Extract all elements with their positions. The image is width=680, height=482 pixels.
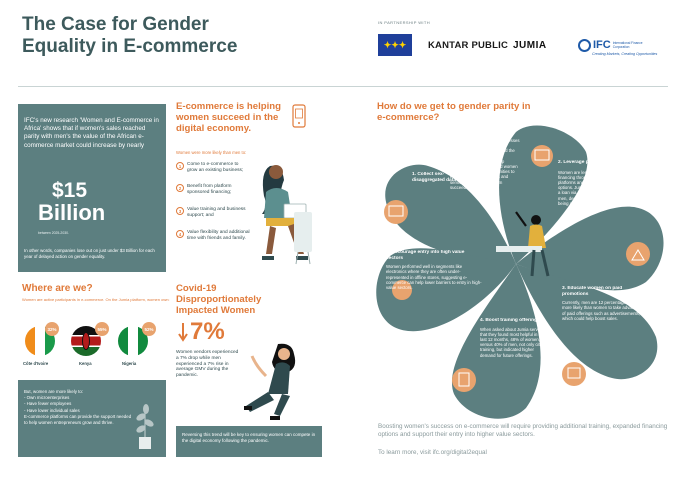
where-heading: Where are we?	[22, 283, 93, 294]
covid-heading: Covid-19 Disproportionately Impacted Wom…	[176, 283, 262, 316]
market-value-unit: Billion	[38, 200, 106, 225]
step-5: 5. Encourage entry into high value secto…	[386, 250, 482, 290]
phone-icon	[292, 104, 306, 128]
ifc-logo: IFC International Finance Corporation	[578, 34, 670, 56]
market-value: $15 Billion	[24, 180, 160, 224]
covid-box-text: Reversing this trend will be key to ensu…	[182, 432, 316, 443]
reason-text: Benefit from platform sponsored financin…	[187, 184, 232, 195]
women-likely-text: But, women are more likely to: - Own mic…	[24, 389, 132, 426]
reason-number: 2	[176, 184, 184, 192]
step-4-text: When asked about Jumia services that the…	[480, 326, 546, 358]
step-4-title: 4. Boost training offerings	[480, 318, 540, 323]
step-2-title: 2. Leverage platform financing	[558, 160, 628, 165]
intro-footnote: In other words, companies lose out on ju…	[24, 248, 155, 259]
kenya-shield-icon	[82, 332, 90, 350]
ecommerce-heading: E-commerce is helping women succeed in t…	[176, 101, 282, 134]
reason-item: 1 Come to e-commerce to grow an existing…	[176, 162, 250, 173]
reason-text: Value flexibility and additional time wi…	[187, 230, 250, 241]
page-title: The Case for Gender Equality in E-commer…	[22, 14, 322, 58]
ifc-globe-icon	[578, 38, 591, 52]
petal-shapes	[376, 125, 664, 419]
page-title-line-2: Equality in E-commerce	[22, 36, 238, 57]
step-5-title: 5. Encourage entry into high value secto…	[386, 250, 465, 261]
kenya-name: Kenya	[79, 361, 92, 366]
cote-divoire-pct: 32%	[45, 322, 59, 336]
arrow-down-icon	[178, 323, 188, 342]
covid-box	[176, 426, 322, 457]
step-1-text: Targeting women-owned businesses require…	[450, 138, 520, 190]
step-2: 2. Leverage platform financing Women are…	[558, 160, 630, 206]
list-item: - Have lower individual sales	[24, 407, 80, 413]
reason-number: 1	[176, 162, 184, 170]
learn-more-link[interactable]: To learn more, visit ifc.org/digital2equ…	[378, 449, 487, 456]
reason-item: 2 Benefit from platform sponsored financ…	[176, 184, 250, 195]
list-item: - Have fewer employees	[24, 401, 72, 407]
header-divider	[18, 86, 668, 87]
jumia-logo: JUMIA	[513, 39, 547, 51]
parity-steps-diagram: 1. Collect sex-disaggregated data Target…	[376, 125, 664, 419]
cote-divoire-flag-icon	[25, 326, 55, 356]
reason-text: Value training and business support; and	[187, 207, 246, 218]
market-value-period: between 2025-2030.	[38, 231, 69, 235]
reason-text: Come to e-commerce to grow an existing b…	[187, 162, 244, 173]
reason-number: 4	[176, 230, 184, 238]
step-4: 4. Boost training offerings When asked a…	[480, 318, 548, 358]
woman-at-laptop-center-illustration	[496, 211, 550, 277]
nigeria-flag-icon	[118, 326, 148, 356]
nigeria-pct: 52%	[142, 322, 156, 336]
women-likely-outro: E-commerce platforms can provide the sup…	[24, 413, 132, 426]
reason-number: 3	[176, 207, 184, 215]
ifc-full-name: International Finance Corporation	[612, 41, 643, 49]
ifc-wordmark: IFC	[593, 39, 611, 51]
nigeria-name: Nigeria	[122, 361, 137, 366]
eu-stars-icon: ✦✦✦	[383, 39, 407, 50]
step-3: 3. Educate women on paid promotions Curr…	[562, 286, 646, 321]
ifc-tagline: Creating Markets, Creating Opportunities	[592, 52, 658, 56]
step-3-title: 3. Educate women on paid promotions	[562, 286, 623, 297]
page-title-line-1: The Case for Gender	[22, 14, 209, 35]
plant-icon	[136, 404, 154, 449]
intro-box	[18, 104, 166, 272]
reason-item: 3 Value training and business support; a…	[176, 207, 250, 218]
intro-text: IFC's new research 'Women and E-commerce…	[24, 117, 159, 149]
covid-drop-pct: 7%	[190, 318, 225, 345]
step-icons	[384, 145, 650, 392]
cote-divoire-name: Côte d'Ivoire	[23, 361, 49, 366]
eu-flag-logo: ✦✦✦	[378, 34, 412, 56]
market-value-amount: $15	[52, 179, 88, 202]
women-likely-intro: But, women are more likely to:	[24, 389, 84, 394]
partnership-label: IN PARTNERSHIP WITH	[378, 20, 431, 25]
step-3-text: Currently, men are 12 percentage points …	[562, 300, 643, 321]
step-5-text: Women performed well in segments like el…	[386, 264, 482, 290]
woman-sitting-illustration	[244, 343, 296, 420]
kenya-pct: 55%	[95, 322, 109, 336]
reason-item: 4 Value flexibility and additional time …	[176, 230, 250, 241]
list-item: - Own microenterprises	[24, 395, 70, 401]
step-1-title: 1. Collect sex-disaggregated data	[412, 172, 456, 183]
covid-text: Women vendors experienced a 7% drop whil…	[176, 350, 239, 379]
closing-text: Boosting women's success on e-commerce w…	[378, 423, 668, 438]
kantar-logo: KANTAR PUBLIC	[428, 39, 509, 51]
woman-with-laptop-illustration	[262, 165, 312, 265]
where-subtext: Women are active participants in e-comme…	[22, 297, 170, 302]
reasons-intro: Women were more likely than men to:	[176, 150, 247, 155]
parity-heading: How do we get to gender parity in e-comm…	[377, 101, 531, 123]
step-2-text: Women are less likely to apply for finan…	[558, 169, 630, 206]
